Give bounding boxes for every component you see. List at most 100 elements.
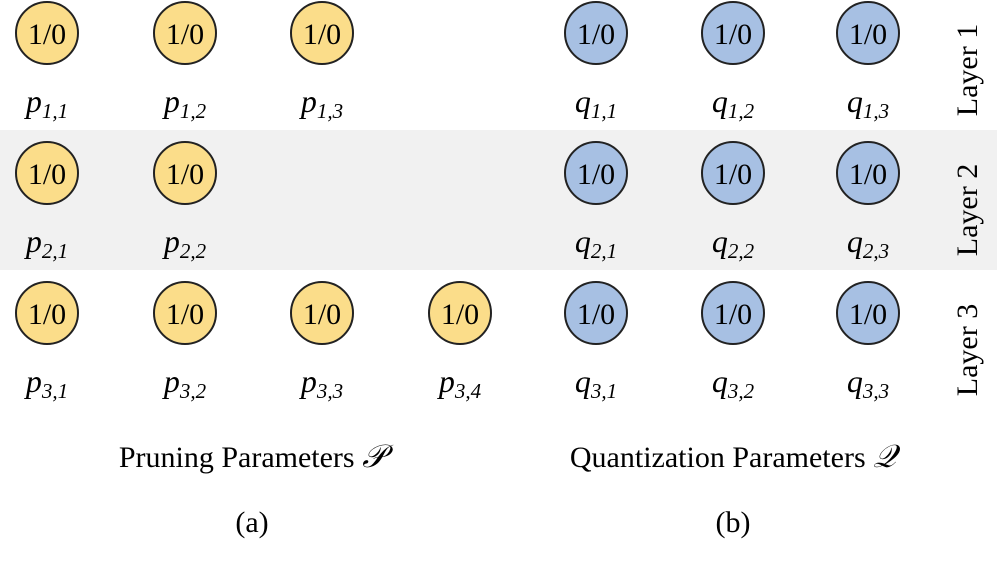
pruning-node-3-4: 1/0p3,4 [428,281,492,403]
label-subscript: 3,2 [179,379,207,403]
layer-label-1: Layer 1 [951,24,984,116]
quantization-node-value: 1/0 [577,158,615,191]
pruning-node-circle [153,281,217,345]
label-subscript: 3,3 [862,379,889,403]
quantization-node-label: q3,3 [847,363,889,403]
label-subscript: 3,3 [316,379,343,403]
quantization-node-value: 1/0 [714,158,752,191]
label-subscript: 1,2 [180,99,207,123]
pruning-node-circle [290,1,354,65]
label-base: p [24,363,42,399]
label-base: q [847,83,863,119]
quantization-node-value: 1/0 [577,18,615,51]
pruning-node-label: p1,2 [162,83,207,123]
pruning-node-label: p2,1 [24,223,68,263]
pruning-node-circle [15,1,79,65]
quantization-node-1-1: 1/0q1,1 [564,1,628,123]
quantization-node-label: q3,1 [575,363,617,403]
quantization-node-3-2: 1/0 q3,2 [701,281,765,403]
label-subscript: 1,3 [863,99,889,123]
label-subscript: 3,1 [41,379,68,403]
pruning-node-value: 1/0 [166,298,204,331]
quantization-node-2-3: 1/0q2,3 [836,141,900,263]
quantization-node-value: 1/0 [577,298,615,331]
quantization-node-label: q1,3 [847,83,889,123]
quantization-node-3-3: 1/0 q3,3 [836,281,900,403]
label-base: q [575,363,591,399]
quantization-node-circle [701,141,765,205]
pruning-node-value: 1/0 [28,18,66,51]
quantization-node-circle [564,141,628,205]
pruning-node-3-3: 1/0 p3,3 [290,281,354,403]
label-subscript: 3,1 [590,379,617,403]
pruning-node-3-1: 1/0p3,1 [15,281,79,403]
quantization-node-circle [836,281,900,345]
quantization-node-2-1: 1/0 q2,1 [564,141,628,263]
layer-label-3: Layer 3 [951,304,984,396]
pruning-node-value: 1/0 [166,158,204,191]
node-grid: 1/0p1,11/0p1,21/0p1,31/0q1,11/0q1,21/0q1… [15,1,900,403]
pruning-node-1-3: 1/0p1,3 [290,1,354,123]
quantization-node-label: q3,2 [712,363,755,403]
label-base: p [24,83,42,119]
quantization-node-1-3: 1/0 q1,3 [836,1,900,123]
quantization-node-circle [836,1,900,65]
quantization-node-circle [836,141,900,205]
pruning-node-2-1: 1/0 p2,1 [15,141,79,263]
quantization-set-symbol: 𝒬 [873,438,901,474]
pruning-node-1-1: 1/0 p1,1 [15,1,79,123]
quantization-node-circle [564,281,628,345]
panel-label-a: (a) [235,506,268,539]
label-base: q [712,83,728,119]
layer-labels: Layer 1 Layer 2 Layer 3 [951,24,984,396]
quantization-node-1-2: 1/0q1,2 [701,1,765,123]
label-subscript: 1,1 [591,99,617,123]
pruning-node-label: p3,4 [437,363,482,403]
label-base: p [162,83,180,119]
panel-label-b: (b) [716,506,751,539]
label-base: q [575,223,591,259]
pruning-caption: Pruning Parameters 𝒫 [119,438,394,474]
label-subscript: 2,1 [42,239,68,263]
pruning-caption-text: Pruning Parameters [119,441,362,474]
quantization-caption-text: Quantization Parameters [570,441,873,474]
quantization-node-value: 1/0 [849,18,887,51]
label-subscript: 1,1 [42,99,68,123]
label-subscript: 3,4 [454,379,482,403]
label-base: p [24,223,42,259]
label-base: q [712,363,728,399]
layer-label-2: Layer 2 [951,164,984,256]
pruning-node-label: p2,2 [162,223,207,263]
label-subscript: 1,2 [728,99,755,123]
label-base: q [847,363,863,399]
pruning-node-value: 1/0 [28,158,66,191]
pruning-node-value: 1/0 [303,298,341,331]
pruning-node-label: p1,3 [299,83,343,123]
pruning-node-label: p3,3 [299,363,343,403]
quantization-node-label: q2,3 [847,223,889,263]
pruning-node-label: p3,1 [24,363,68,403]
label-subscript: 1,3 [317,99,343,123]
pruning-node-circle [15,141,79,205]
quantization-node-value: 1/0 [714,298,752,331]
quantization-node-circle [564,1,628,65]
quantization-node-label: q2,2 [712,223,755,263]
label-base: q [847,223,863,259]
label-base: p [162,223,180,259]
pruning-node-circle [428,281,492,345]
label-base: p [299,83,317,119]
quantization-caption: Quantization Parameters 𝒬 [570,438,901,474]
pruning-node-label: p3,2 [162,363,207,403]
label-subscript: 3,2 [727,379,755,403]
quantization-node-label: q2,1 [575,223,617,263]
label-subscript: 2,2 [180,239,207,263]
label-base: q [712,223,728,259]
quantization-node-label: q1,2 [712,83,755,123]
pruning-node-circle [153,1,217,65]
quantization-node-value: 1/0 [849,298,887,331]
label-subscript: 2,2 [728,239,755,263]
label-base: p [299,363,317,399]
quantization-node-circle [701,1,765,65]
pruning-set-symbol: 𝒫 [362,438,394,474]
